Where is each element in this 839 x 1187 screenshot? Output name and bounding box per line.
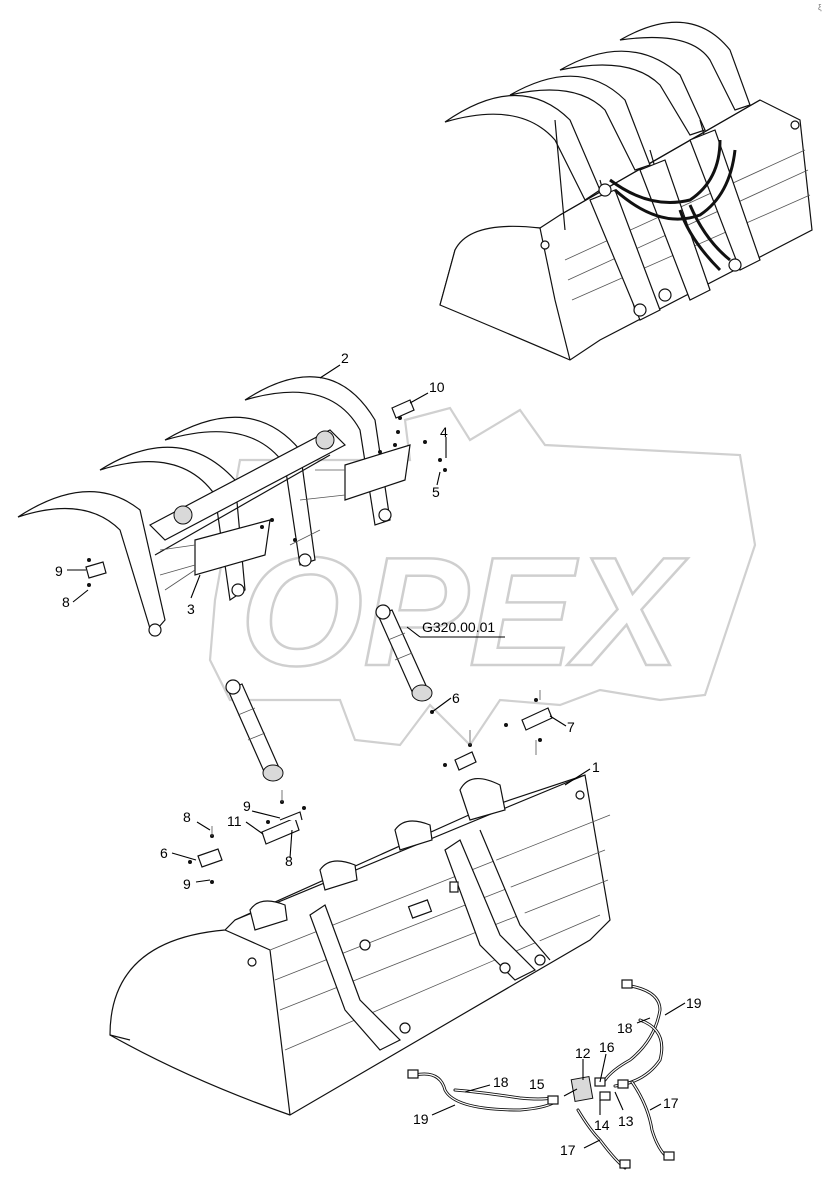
callout-13: 13	[618, 1113, 634, 1129]
callout-18-right: 18	[617, 1020, 633, 1036]
corner-mark: ξ	[818, 3, 822, 12]
callout-14: 14	[594, 1117, 610, 1133]
cylinder-lower	[225, 679, 284, 782]
callout-19-right: 19	[686, 995, 702, 1011]
callout-8-mid: 8	[183, 809, 191, 825]
valve-block	[570, 1076, 594, 1102]
hydraulic-hoses	[407, 979, 675, 1170]
assembly-code-label: G320.00.01	[422, 619, 495, 635]
grapple-frame-exploded	[17, 376, 447, 637]
callout-12: 12	[575, 1045, 591, 1061]
callout-8-left: 8	[62, 594, 70, 610]
callout-7: 7	[567, 719, 575, 735]
callout-11: 11	[227, 813, 242, 829]
callout-17-right: 17	[663, 1095, 679, 1111]
callout-9-lower: 9	[183, 876, 191, 892]
main-bucket	[109, 774, 611, 1116]
callout-1: 1	[592, 759, 600, 775]
callout-18-left: 18	[493, 1074, 509, 1090]
callout-2: 2	[341, 350, 349, 366]
cylinder-upper	[375, 604, 433, 702]
assembled-grapple-bucket	[439, 21, 813, 361]
callout-8-right: 8	[285, 853, 293, 869]
callout-3: 3	[187, 601, 195, 617]
callout-6-upper: 6	[452, 690, 460, 706]
callout-5: 5	[432, 484, 440, 500]
hydraulic-cylinders	[225, 604, 433, 782]
callout-19-left: 19	[413, 1111, 429, 1127]
leader-lines	[67, 364, 686, 1149]
callout-17-lower: 17	[560, 1142, 576, 1158]
callout-4: 4	[440, 424, 448, 440]
callout-labels: G320.00.01 1 2 3 4 5 6 6 7 8 8 8 9 9 9 1…	[55, 350, 702, 1158]
callout-15: 15	[529, 1076, 545, 1092]
pins-and-fasteners	[188, 690, 553, 884]
callout-9-upper: 9	[243, 798, 251, 814]
callout-6-lower: 6	[160, 845, 168, 861]
callout-10: 10	[429, 379, 445, 395]
callout-9-left: 9	[55, 563, 63, 579]
callout-16: 16	[599, 1039, 615, 1055]
